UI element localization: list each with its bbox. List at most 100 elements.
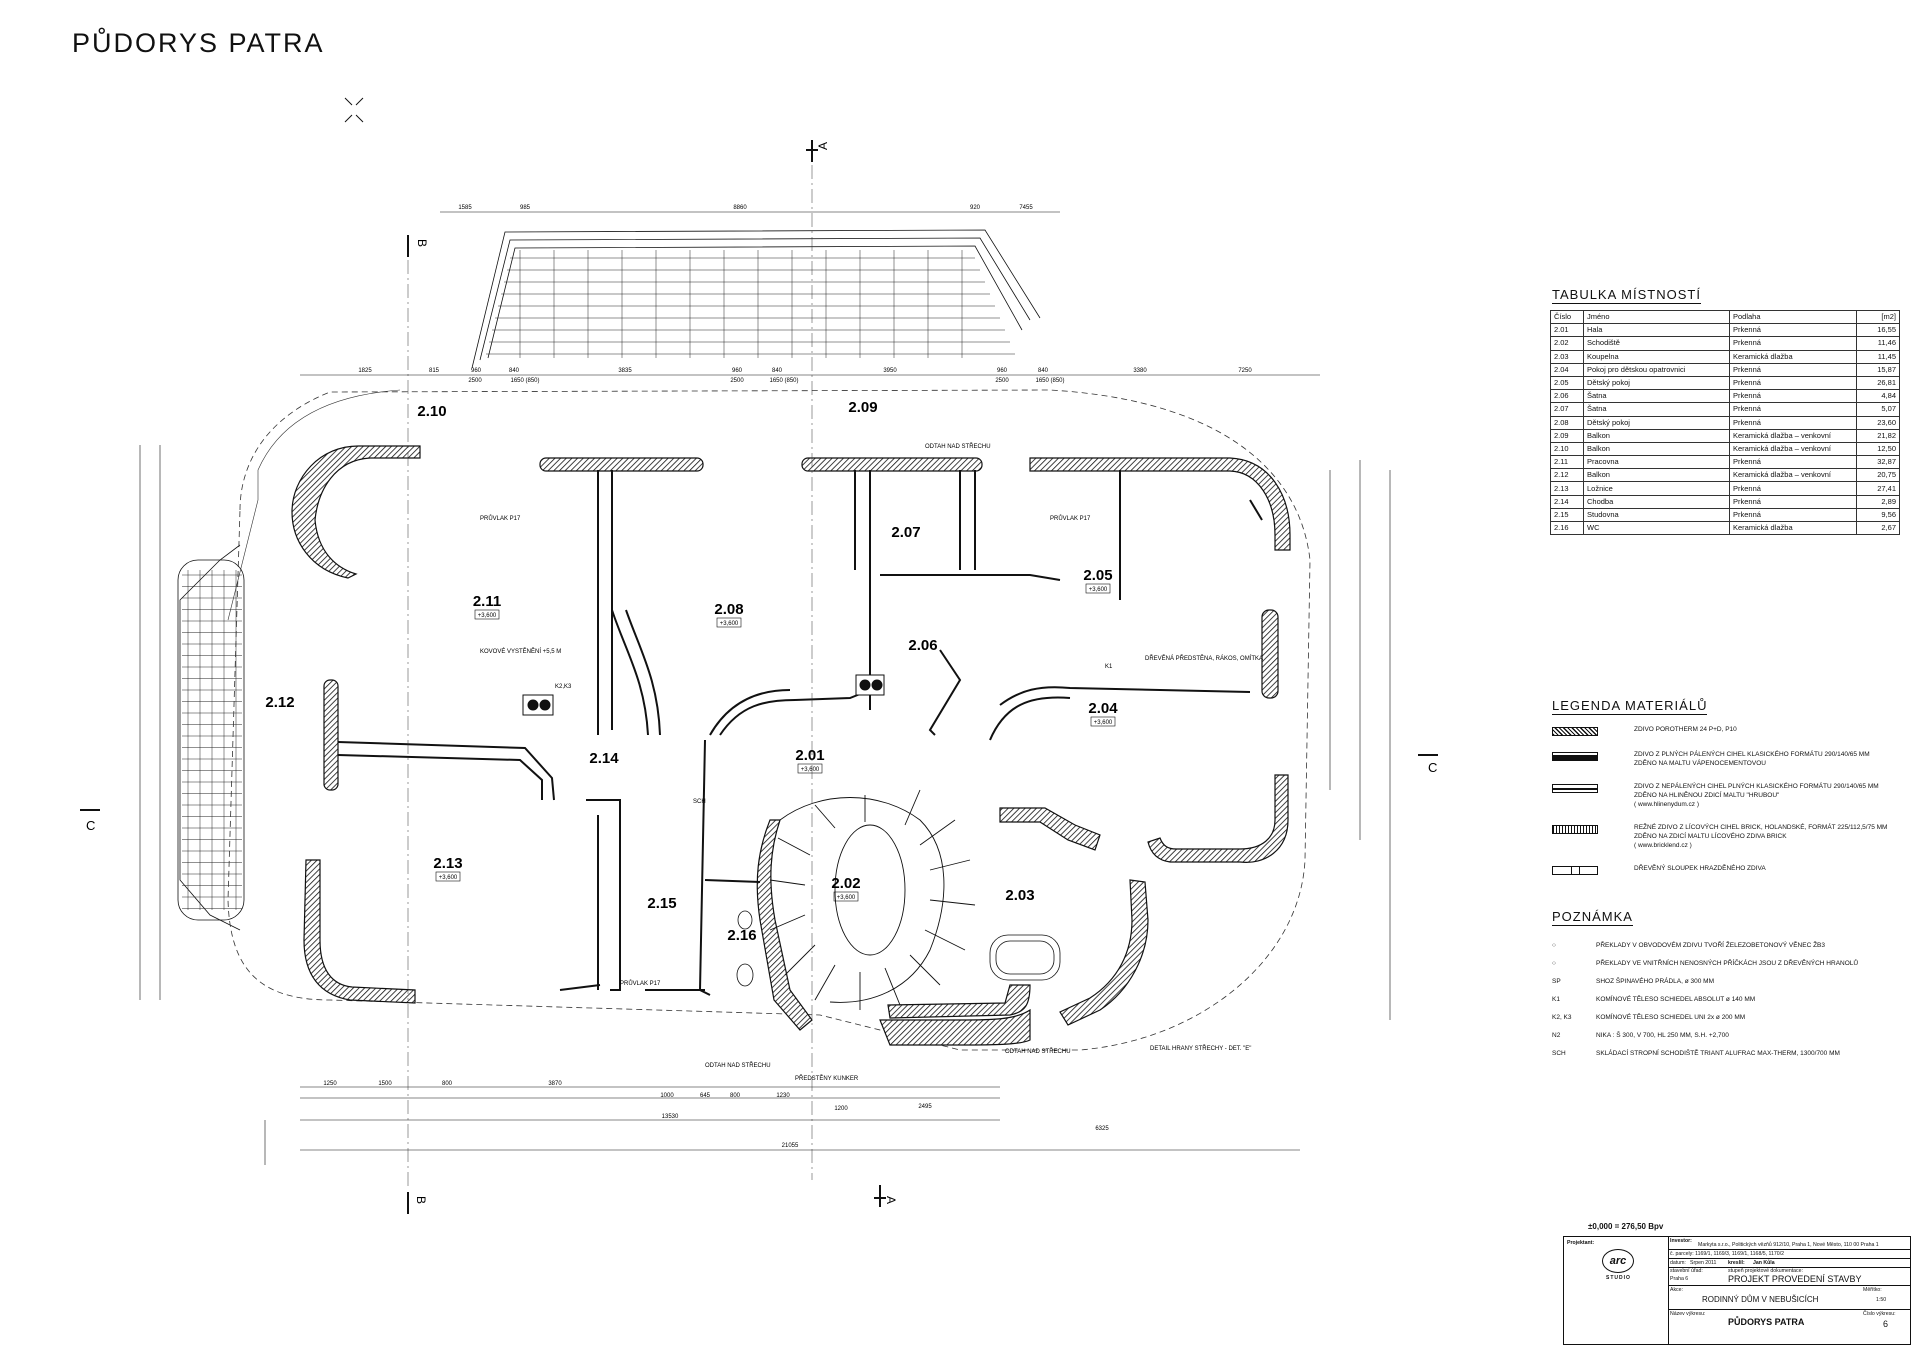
dimension-value: 2500 <box>995 378 1009 384</box>
meritko-label: Měřítko: <box>1863 1287 1882 1293</box>
room-number: 2.01 <box>1550 323 1584 338</box>
room-name: Balkon <box>1583 468 1730 483</box>
vykres-row: Název výkresu: PŮDORYS PATRA Číslo výkre… <box>1668 1309 1910 1344</box>
room-floor: Prkenná <box>1729 494 1857 509</box>
room-level-2-08: +3,600 <box>720 621 739 627</box>
annotation-predsteny: PŘEDSTĚNY KUNKER <box>795 1074 859 1082</box>
room-label-2-13: 2.13 <box>433 855 462 872</box>
legend-swatch-dreveny-sloupek-icon <box>1552 866 1598 875</box>
akce-row: Akce: RODINNÝ DŮM V NEBUŠICÍCH Měřítko: … <box>1668 1285 1910 1310</box>
note-key: K1 <box>1552 995 1560 1003</box>
room-label-2-08: 2.08 <box>714 601 743 618</box>
room-name: WC <box>1583 520 1730 536</box>
room-level-box <box>1085 583 1111 594</box>
dimension-value: 840 <box>509 368 520 374</box>
room-name: Ložnice <box>1583 481 1730 496</box>
toilet-icon <box>736 910 754 987</box>
dimension-value: 2500 <box>468 378 482 384</box>
room-number: 2.16 <box>1550 520 1584 536</box>
legend-text: ZDIVO Z PLNÝCH PÁLENÝCH CIHEL KLASICKÉHO… <box>1634 751 1870 767</box>
kreslil-label: kreslil: <box>1728 1260 1745 1266</box>
room-area: 32,87 <box>1856 455 1900 470</box>
elevation-datum: ±0,000 = 276,50 Bpv <box>1588 1222 1664 1231</box>
legend-title: LEGENDA MATERIÁLŮ <box>1552 698 1708 715</box>
room-floor: Prkenná <box>1729 455 1857 470</box>
room-number: 2.03 <box>1550 349 1584 364</box>
dimension-value: 840 <box>772 368 783 374</box>
header-podlaha: Podlaha <box>1729 309 1857 325</box>
chimney-k2k3-icon <box>522 674 885 716</box>
dimension-value: 800 <box>730 1093 741 1099</box>
room-area: 23,60 <box>1856 415 1900 430</box>
room-area: 12,50 <box>1856 441 1900 457</box>
floor-plan: A A B B C C 2.01+3,6002.02+3,6002.032.04… <box>80 97 1438 1214</box>
room-name: Dětský pokoj <box>1583 375 1730 391</box>
dimension-value: 645 <box>700 1093 711 1099</box>
dimension-value: 1650 (850) <box>1035 378 1064 384</box>
dimension-value: 21055 <box>782 1143 799 1149</box>
note-text: KOMÍNOVÉ TĚLESO SCHIEDEL UNI 2x ø 200 MM <box>1596 1013 1746 1021</box>
room-name: Studovna <box>1583 507 1730 523</box>
note-row: ○PŘEKLADY V OBVODOVÉM ZDIVU TVOŘÍ ŽELEZO… <box>1550 936 1900 954</box>
legend-swatch-porotherm-icon <box>1552 727 1598 736</box>
dimension-value: 3870 <box>548 1081 562 1087</box>
annotation-k1: K1 <box>1105 664 1113 670</box>
annotation-prouvlak-2: PRŮVLAK P17 <box>1050 515 1091 522</box>
dimension-value: 1650 (850) <box>769 378 798 384</box>
room-label-2-11: 2.11 <box>473 593 501 610</box>
dimension-value: 960 <box>732 368 743 374</box>
section-label-a-top: A <box>816 142 830 150</box>
dimension-value: 3950 <box>883 368 897 374</box>
datum-value: Srpen 2011 <box>1690 1260 1717 1266</box>
dimension-value: 6325 <box>1095 1126 1109 1132</box>
section-label-b-bottom: B <box>414 1196 428 1204</box>
note-key: SP <box>1552 977 1561 985</box>
note-key: N2 <box>1552 1031 1561 1039</box>
material-legend: LEGENDA MATERIÁLŮ ZDIVO POROTHERM 24 P+D… <box>1550 697 1900 889</box>
studio-logo: Projektant: arc STUDIO <box>1564 1237 1669 1344</box>
room-number: 2.14 <box>1550 494 1584 509</box>
akce-value: RODINNÝ DŮM V NEBUŠICÍCH <box>1702 1295 1819 1304</box>
room-number: 2.11 <box>1550 455 1584 470</box>
dimension-value: 13530 <box>662 1114 679 1120</box>
room-floor: Prkenná <box>1729 389 1857 404</box>
room-label-2-09: 2.09 <box>848 399 877 416</box>
room-label-2-14: 2.14 <box>589 750 619 767</box>
annotation-detail: DETAIL HRANY STŘECHY - DET. "E" <box>1150 1044 1251 1052</box>
parcely-value: č. parcely: 1169/1, 1169/3, 1169/1, 1168… <box>1670 1251 1785 1257</box>
room-level-box <box>716 617 742 628</box>
legend-item: ZDIVO Z NEPÁLENÝCH CIHEL PLNÝCH KLASICKÉ… <box>1550 782 1900 809</box>
room-label-2-05: 2.05 <box>1083 567 1112 584</box>
dimension-value: 960 <box>471 368 482 374</box>
investor-label: Investor: <box>1670 1238 1692 1244</box>
room-name: Pracovna <box>1583 455 1730 470</box>
room-label-2-06: 2.06 <box>908 637 937 654</box>
room-number: 2.05 <box>1550 375 1584 391</box>
dimension-value: 7455 <box>1019 205 1033 211</box>
room-label-2-07: 2.07 <box>891 524 920 541</box>
note-key: ○ <box>1552 959 1556 967</box>
room-label-2-01: 2.01 <box>795 747 824 764</box>
cislo-label: Číslo výkresu: <box>1863 1311 1896 1317</box>
room-floor: Keramická dlažba <box>1729 349 1857 364</box>
balcony-grid-left <box>177 544 245 931</box>
room-level-box <box>435 871 461 882</box>
annotation-odtah-bottom-right: ODTAH NAD STŘECHU <box>1005 1047 1071 1055</box>
section-label-c-left: C <box>86 818 95 833</box>
dimension-value: 8860 <box>733 205 747 211</box>
cislo-value: 6 <box>1883 1319 1889 1329</box>
room-number: 2.15 <box>1550 507 1584 523</box>
dimension-value: 2500 <box>730 378 744 384</box>
legend-item: ZDIVO POROTHERM 24 P+D, P10 <box>1550 725 1900 736</box>
room-area: 21,82 <box>1856 428 1900 443</box>
